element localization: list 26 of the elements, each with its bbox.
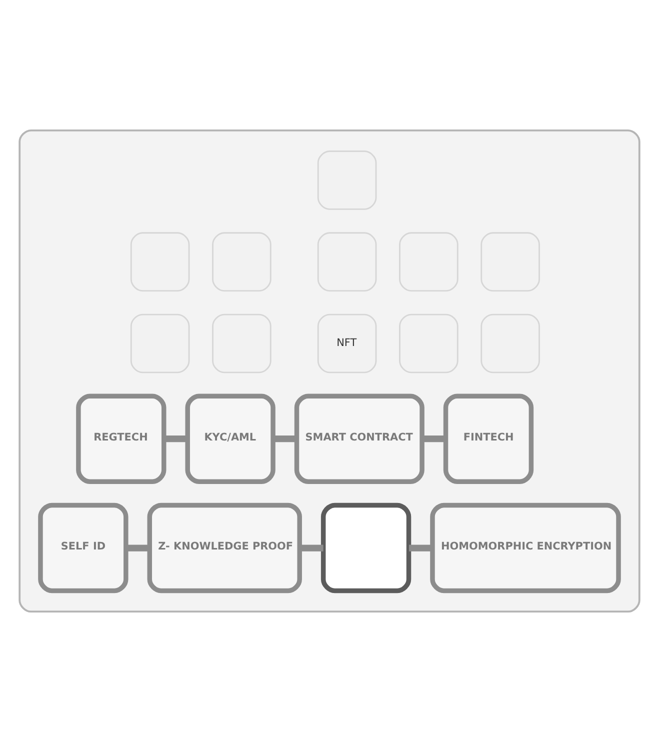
node-box: HOMOMORPHIC ENCRYPTION bbox=[430, 502, 621, 593]
connector bbox=[300, 544, 324, 551]
node-box bbox=[212, 232, 272, 291]
cluster bbox=[18, 128, 640, 612]
node-box: NFT bbox=[317, 313, 377, 373]
node-box bbox=[317, 150, 377, 210]
node-box bbox=[130, 313, 190, 373]
node-box bbox=[130, 232, 190, 291]
node-box bbox=[399, 232, 458, 291]
node-box: FINTECH bbox=[443, 393, 534, 484]
connector bbox=[409, 544, 432, 551]
node-box: SMART CONTRACT bbox=[294, 393, 424, 484]
connector bbox=[164, 435, 188, 442]
node-box bbox=[212, 313, 272, 373]
node-box: SELF ID bbox=[38, 502, 128, 593]
connector bbox=[422, 435, 446, 442]
connector bbox=[126, 544, 150, 551]
node-box: Z- KNOWLEDGE PROOF bbox=[147, 502, 302, 593]
node-box: KYC/AML bbox=[185, 393, 276, 484]
node-box bbox=[320, 502, 412, 593]
node-box: REGTECH bbox=[76, 393, 166, 484]
node-box bbox=[317, 232, 377, 291]
node-box bbox=[399, 313, 458, 373]
node-box bbox=[480, 232, 540, 291]
node-box bbox=[480, 313, 540, 373]
connector bbox=[273, 435, 297, 442]
